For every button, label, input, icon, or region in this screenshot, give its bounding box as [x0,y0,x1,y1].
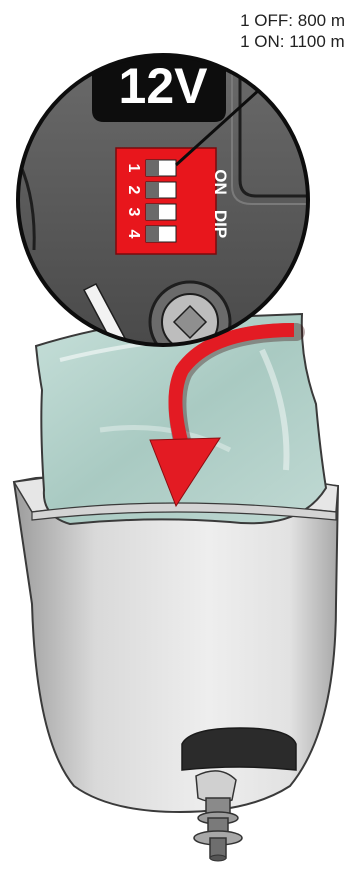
dip-number-4: 4 [123,225,143,243]
callout-line-2: 1 ON: 1100 m [240,31,345,52]
dip-number-1: 1 [123,159,143,177]
callout-text: 1 OFF: 800 m 1 ON: 1100 m [240,10,345,52]
callout-line-1: 1 OFF: 800 m [240,10,345,31]
valve-fitting [194,771,242,861]
dip-dip-label: DIP [210,200,230,248]
dip-number-2: 2 [123,181,143,199]
voltage-label: 12V [108,56,218,116]
dip-on-label: ON [210,162,230,202]
dip-number-3: 3 [123,203,143,221]
